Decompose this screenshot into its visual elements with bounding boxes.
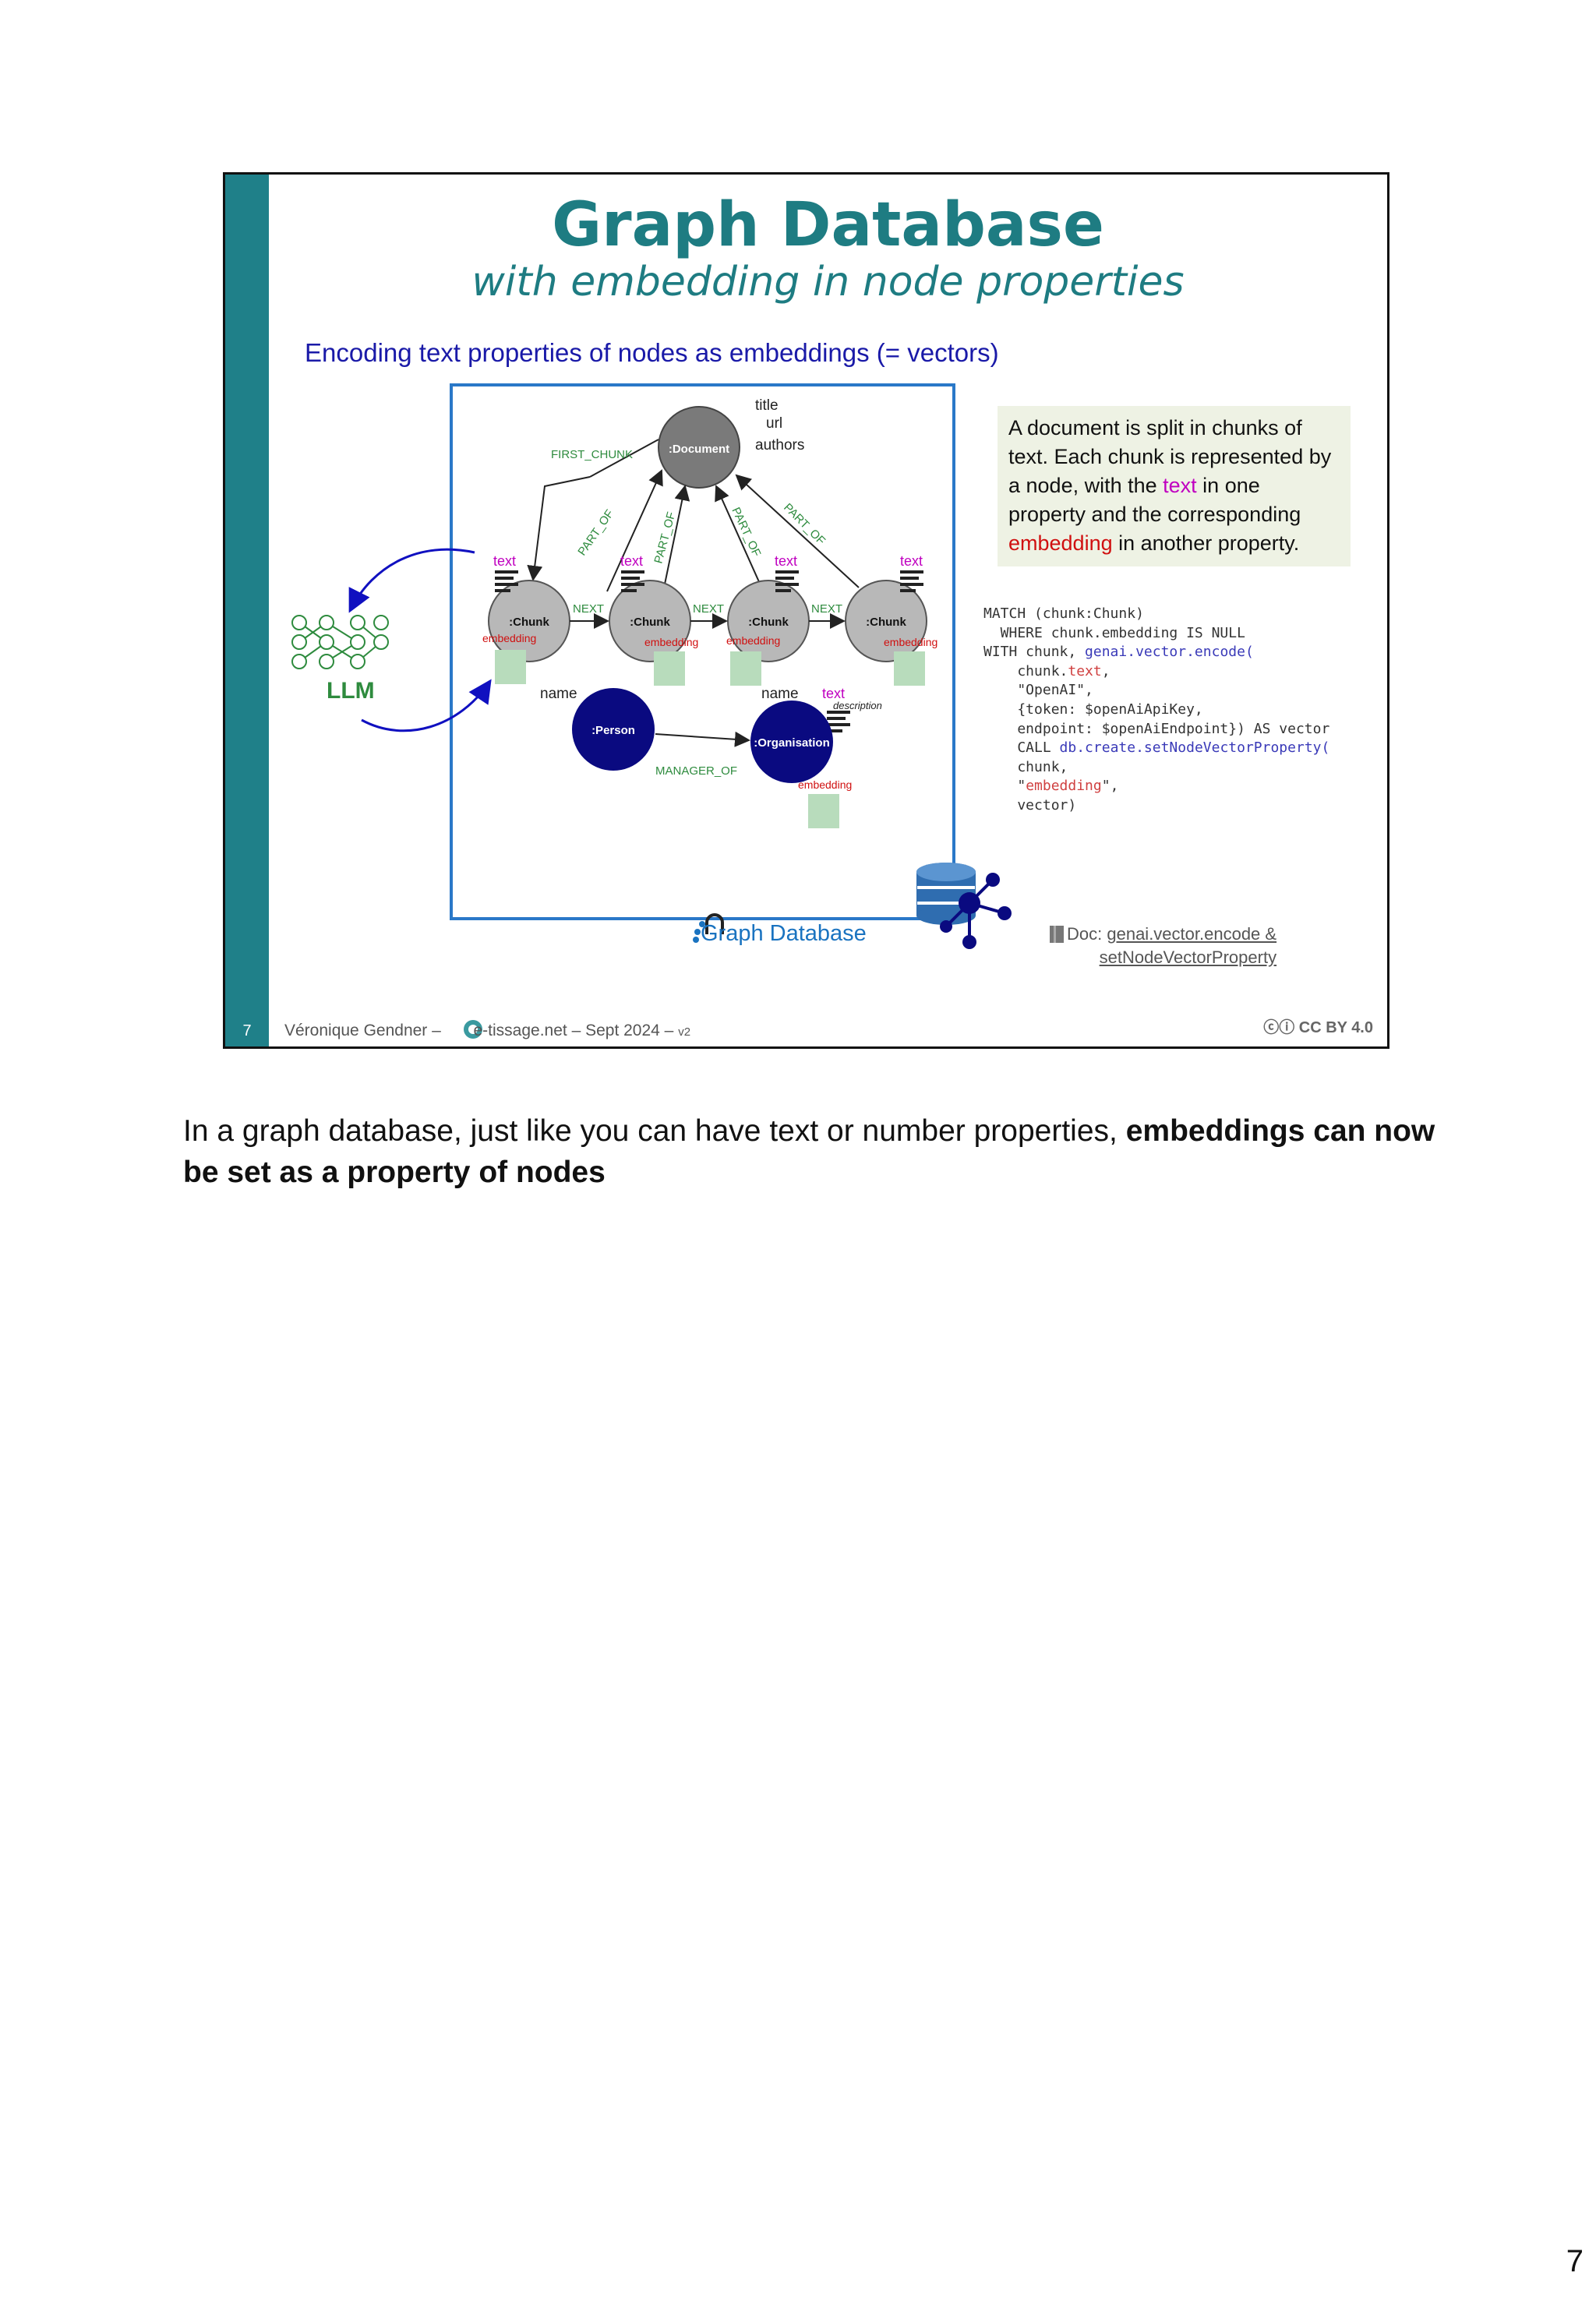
chunk-node-3: :Chunk (727, 580, 810, 662)
part-of-edge-2 (661, 485, 690, 600)
cypher-code: MATCH (chunk:Chunk) WHERE chunk.embeddin… (983, 605, 1330, 813)
graph-database-label: Graph Database (701, 921, 867, 946)
person-node (572, 688, 655, 771)
footer-version: v2 (678, 1025, 691, 1039)
chunk-node-2: :Chunk (609, 580, 691, 662)
from-llm-arrow (361, 679, 492, 732)
slide: 7 Graph Database with embedding in node … (223, 172, 1389, 1049)
doc-prop-authors: authors (755, 437, 804, 453)
llm-network-icon (291, 615, 389, 669)
part-of-edge-1 (606, 469, 663, 592)
document-label: :Document (669, 443, 729, 456)
chunk-text-label-1: text (493, 553, 516, 569)
chunk-node-4: :Chunk (845, 580, 927, 662)
manager-of-label: MANAGER_OF (655, 764, 737, 778)
part-of-label-1: PART_OF (575, 507, 616, 558)
book-icon (1050, 926, 1064, 943)
chunk-embedding-label-1: embedding (482, 632, 536, 644)
chunk-embedding-label-2: embedding (644, 636, 698, 648)
info-text-3: in another property. (1112, 531, 1300, 555)
text-lines-icons (495, 570, 923, 732)
manager-of-edge (655, 731, 750, 747)
document-node (658, 406, 740, 489)
graph-db-logo-icon (693, 913, 724, 943)
svg-text::Chunk: :Chunk (866, 616, 906, 629)
person-label: :Person (591, 724, 635, 737)
chunk-embedding-label-3: embedding (726, 634, 780, 647)
chunk-text-label-4: text (900, 553, 923, 569)
chunk-node-1: :Chunk (488, 580, 570, 662)
note-bold-text: embeddings can now be set as a property … (183, 1114, 1435, 1189)
org-name-label: name (761, 686, 799, 702)
org-text-label: text (822, 686, 845, 701)
first-chunk-edge-top (589, 439, 659, 478)
vector-blocks (495, 650, 925, 828)
chunk-embedding-label-4: embedding (884, 636, 937, 648)
slide-number: 7 (242, 1022, 252, 1039)
next-label-1: NEXT (573, 602, 604, 616)
doc-reference: Doc: genai.vector.encode & setNodeVector… (1067, 923, 1276, 969)
org-embedding-label: embedding (798, 778, 852, 791)
part-of-edge-4 (735, 474, 860, 588)
footer-site: e-tissage.net – Sept 2024 – (468, 1022, 679, 1039)
info-highlight-embedding: embedding (1008, 531, 1113, 555)
page-number: 7 (1566, 2244, 1584, 2278)
part-of-label-3: PART_OF (729, 506, 763, 559)
slide-footer: Véronique Gendner – e-tissage.net – Sept… (284, 1022, 690, 1040)
next-label-2: NEXT (693, 602, 724, 616)
svg-text::Chunk: :Chunk (509, 616, 549, 629)
graph-database-icon (916, 863, 1012, 949)
license-badge: ⓒⓘ CC BY 4.0 (1263, 1019, 1373, 1036)
part-of-label-4: PART_OF (781, 501, 828, 548)
speaker-note: In a graph database, just like you can h… (183, 1110, 1446, 1193)
person-name-label: name (540, 686, 577, 702)
doc-prop-url: url (766, 415, 782, 432)
e-tissage-logo-icon (464, 1020, 482, 1039)
cc-icon: ⓒⓘ (1263, 1019, 1299, 1036)
organisation-node (750, 701, 833, 783)
doc-link-encode[interactable]: genai.vector.encode & (1107, 924, 1277, 944)
graph-frame (450, 383, 955, 920)
graph-diagram: :Document title url authors FIRST_CHUNK … (291, 383, 1064, 1039)
organisation-label: :Organisation (754, 736, 830, 750)
chunk-text-label-3: text (775, 553, 797, 569)
note-normal-text: In a graph database, just like you can h… (183, 1114, 1126, 1148)
info-highlight-text: text (1163, 474, 1197, 497)
slide-subtitle: with embedding in node properties (471, 259, 1185, 305)
svg-text::Chunk: :Chunk (630, 616, 670, 629)
info-box: A document is split in chunks of text. E… (998, 406, 1351, 566)
svg-text::Chunk: :Chunk (748, 616, 789, 629)
part-of-edge-3 (715, 485, 768, 600)
first-chunk-label: FIRST_CHUNK (551, 448, 633, 461)
info-text-2: in one property and the corresponding (1008, 474, 1301, 526)
llm-label: LLM (327, 678, 375, 704)
first-chunk-edge (527, 476, 591, 581)
chunk-text-label-2: text (620, 553, 643, 569)
slide-title: Graph Database (552, 190, 1104, 260)
slide-lead: Encoding text properties of nodes as emb… (305, 338, 999, 367)
slide-sidebar: 7 (225, 175, 269, 1046)
footer-author: Véronique Gendner – (284, 1022, 446, 1039)
info-text-1: A document is split in chunks of text. E… (1008, 416, 1332, 497)
org-description-label: description (833, 700, 882, 711)
to-llm-arrow (348, 548, 475, 613)
doc-prefix: Doc: (1067, 924, 1107, 944)
next-label-3: NEXT (811, 602, 842, 616)
doc-link-setproperty[interactable]: setNodeVectorProperty (1099, 948, 1277, 967)
doc-prop-title: title (755, 397, 779, 414)
